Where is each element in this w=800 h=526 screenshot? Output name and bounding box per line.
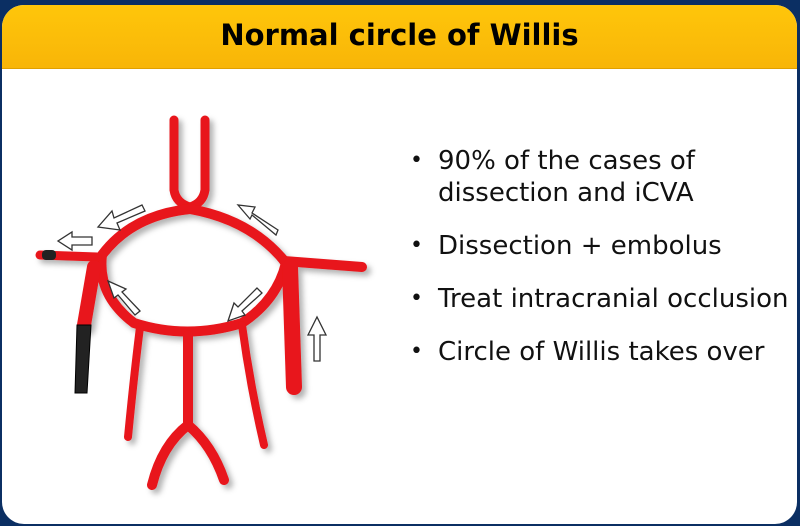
circle-of-willis-diagram bbox=[35, 115, 367, 490]
left-pca bbox=[124, 323, 144, 441]
slide-title: Normal circle of Willis bbox=[220, 18, 579, 52]
arrow-icon bbox=[96, 204, 146, 231]
bullet-icon: • bbox=[410, 148, 423, 173]
right-mca bbox=[279, 256, 367, 272]
left-ica-occlusion bbox=[74, 324, 92, 394]
bullet-icon: • bbox=[410, 233, 423, 258]
right-pca bbox=[238, 321, 268, 449]
bullet-list: •90% of the cases of dissection and iCVA… bbox=[410, 145, 790, 389]
right-ica bbox=[282, 259, 302, 395]
bullet-icon: • bbox=[410, 286, 423, 311]
left-ica bbox=[77, 260, 101, 332]
bullet-item: •Circle of Willis takes over bbox=[410, 337, 765, 367]
bullet-item: •Treat intracranial occlusion bbox=[410, 284, 789, 314]
arrow-icon bbox=[236, 204, 279, 237]
right-aca-branch bbox=[185, 115, 210, 212]
slide-card: Normal circle of Willis bbox=[2, 5, 797, 524]
left-aca-branch bbox=[169, 115, 195, 212]
bullet-item: •Dissection + embolus bbox=[410, 231, 722, 261]
basilar-artery bbox=[147, 330, 229, 490]
slide-header: Normal circle of Willis bbox=[2, 5, 797, 69]
bullet-item: •90% of the cases of dissection and iCVA bbox=[410, 146, 695, 208]
arrow-icon bbox=[106, 279, 141, 316]
bullet-icon: • bbox=[410, 339, 423, 364]
arrow-icon bbox=[226, 287, 263, 323]
flow-arrows bbox=[56, 204, 328, 362]
left-mca-occlusion bbox=[42, 250, 56, 260]
arrow-icon bbox=[56, 230, 93, 252]
arrow-icon bbox=[306, 315, 328, 362]
circle-of-willis-ring bbox=[96, 204, 291, 337]
